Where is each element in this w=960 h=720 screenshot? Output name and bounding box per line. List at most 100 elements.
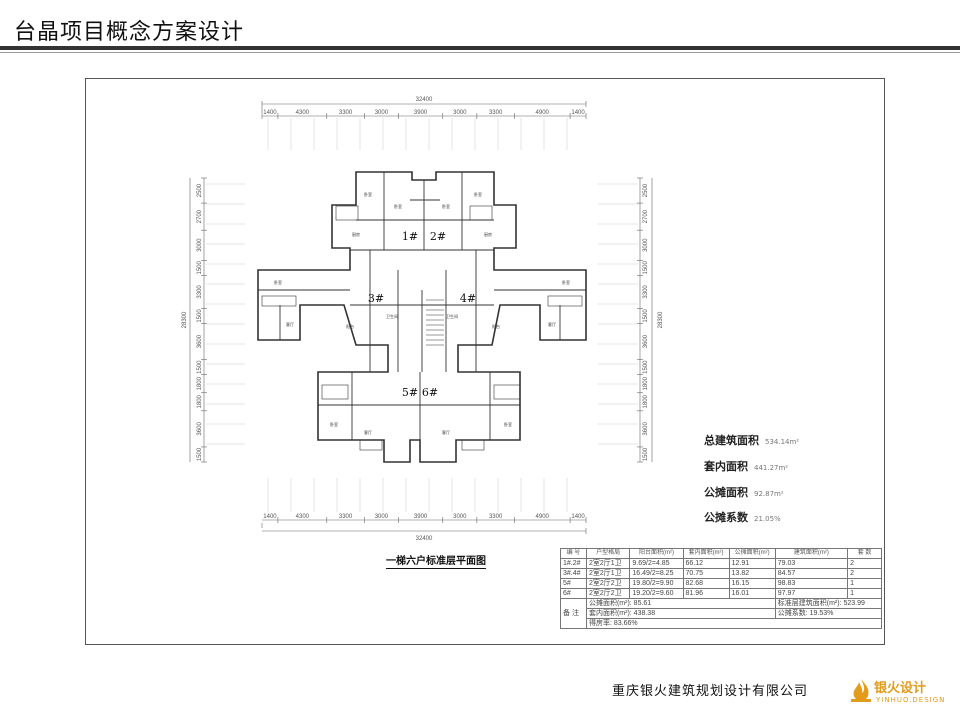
table-cell: 16.49/2=8.25 [629,568,684,579]
dim-label: 1400 [571,110,585,116]
room-label: 卧室 [330,421,338,427]
room-label: 卧室 [474,191,482,197]
room-block [321,384,349,400]
table-header-cell: 户型格局 [585,548,631,559]
room-label: 卧室 [504,421,512,427]
remark-share-ratio: 公摊系数: 19.53% [774,608,883,619]
dim-label: 3000 [453,514,467,520]
dim-label: 3300 [643,285,649,299]
dim-label: 2500 [643,183,649,197]
remark-label: 备 注 [560,598,587,629]
room-block [261,295,297,307]
table-cell: 82.68 [682,578,730,589]
room-label: 客厅 [548,321,556,327]
table-cell: 1 [847,588,882,599]
building-perimeter [257,171,587,463]
table-cell: 97.97 [774,588,849,599]
table-cell: 12.91 [728,558,776,569]
dim-label: 1500 [643,360,649,374]
unit-label: 1# [402,230,418,243]
dim-label: 1800 [643,394,649,408]
dim-label: 1800 [197,394,203,408]
room-label: 卧室 [442,203,450,209]
unit-label: 3# [368,292,384,305]
dim-label: 1500 [197,360,203,374]
title-rule-thin [0,52,960,53]
table-cell: 3#.4# [560,568,587,579]
table-remark-row: 备 注 公摊面积(m²): 85.61 标准层建筑面积(m²): 523.99 [560,598,883,629]
room-block [493,384,521,400]
table-cell: 5# [560,578,587,589]
table-cell: 19.80/2=9.90 [629,578,684,589]
table-row: 5# 2室2厅2卫 19.80/2=9.90 82.68 16.15 98.83… [560,578,882,589]
room-block [461,439,485,451]
table-cell: 79.03 [774,558,849,569]
dim-label: 3900 [414,514,428,520]
logo-cn: 银火设计 [874,681,927,696]
table-remark-row: 套内面积(m²): 438.38 公摊系数: 19.53% [561,608,883,619]
table-header-cell: 公摊面积(m²) [728,548,776,559]
dim-label: 1500 [197,447,203,461]
dim-label: 1800 [643,376,649,390]
dim-label: 1500 [197,260,203,274]
dim-label: 3000 [375,514,389,520]
remark-interior-total: 套内面积(m²): 438.38 [585,608,776,619]
room-block [335,205,359,221]
dim-label: 3000 [453,110,467,116]
remark-building-total: 标准层建筑面积(m²): 523.99 [774,598,883,609]
room-label: 卧室 [562,279,570,285]
dim-label: 3600 [643,422,649,436]
room-label: 客厅 [442,429,450,435]
table-cell: 2室2厅2卫 [585,588,631,599]
table-row: 3#.4# 2室2厅1卫 16.49/2=8.25 70.75 13.82 84… [560,568,882,579]
dim-total-left: 28300 [182,311,188,328]
dimension-lines: 1400 4300 3300 3000 3900 3000 3300 4900 1400 3240… [182,97,664,542]
room-label: 厨房 [484,231,492,237]
area-table: 编 号 户型格局 阳台面积(m²) 套内面积(m²) 公摊面积(m²) 建筑面积… [560,548,883,629]
unit-label: 6# [422,386,438,399]
table-cell: 2 [847,568,882,579]
dim-label: 1400 [263,514,277,520]
table-header-cell: 编 号 [560,548,587,559]
table-header-cell: 建筑面积(m²) [774,548,849,559]
building-outline [257,171,587,463]
dim-label: 1500 [643,447,649,461]
table-cell: 66.12 [682,558,730,569]
remark-rate: 得房率: 83.66% [585,618,883,629]
company-logo: 银火设计 YINHUO.DESIGN [850,676,950,710]
room-label: 阳台 [492,323,500,329]
dim-label: 3000 [197,238,203,252]
company-name: 重庆银火建筑规划设计有限公司 [612,684,809,699]
unit-label: 5# [402,386,418,399]
dim-total-top: 32400 [416,97,433,103]
table-cell: 2室2厅1卫 [585,568,631,579]
flame-logo-icon [851,679,871,702]
drawing-sheet [85,78,885,645]
table-remark-row: 得房率: 83.66% [561,618,883,629]
remark-balcony-total: 公摊面积(m²): 85.61 [585,598,776,609]
room-block [547,295,583,307]
room-block [469,205,493,221]
table-cell: 16.15 [728,578,776,589]
dim-label: 1800 [197,376,203,390]
table-row: 1#.2# 2室2厅1卫 9.69/2=4.85 66.12 12.91 79.… [560,558,882,569]
dim-label: 3300 [339,110,353,116]
dim-label: 4300 [296,110,310,116]
unit-label: 4# [460,292,476,305]
dim-label: 4300 [296,514,310,520]
dim-label: 3600 [197,334,203,348]
unit-label: 2# [430,230,446,243]
table-cell: 70.75 [682,568,730,579]
room-label: 厨房 [352,231,360,237]
dim-label: 4900 [536,514,550,520]
dim-label: 1400 [571,514,585,520]
table-cell: 84.57 [774,568,849,579]
dim-label: 3600 [643,334,649,348]
dim-label: 3300 [339,514,353,520]
logo-en: YINHUO.DESIGN [876,696,946,704]
table-cell: 1#.2# [560,558,587,569]
dim-total-bottom: 32400 [416,536,433,542]
